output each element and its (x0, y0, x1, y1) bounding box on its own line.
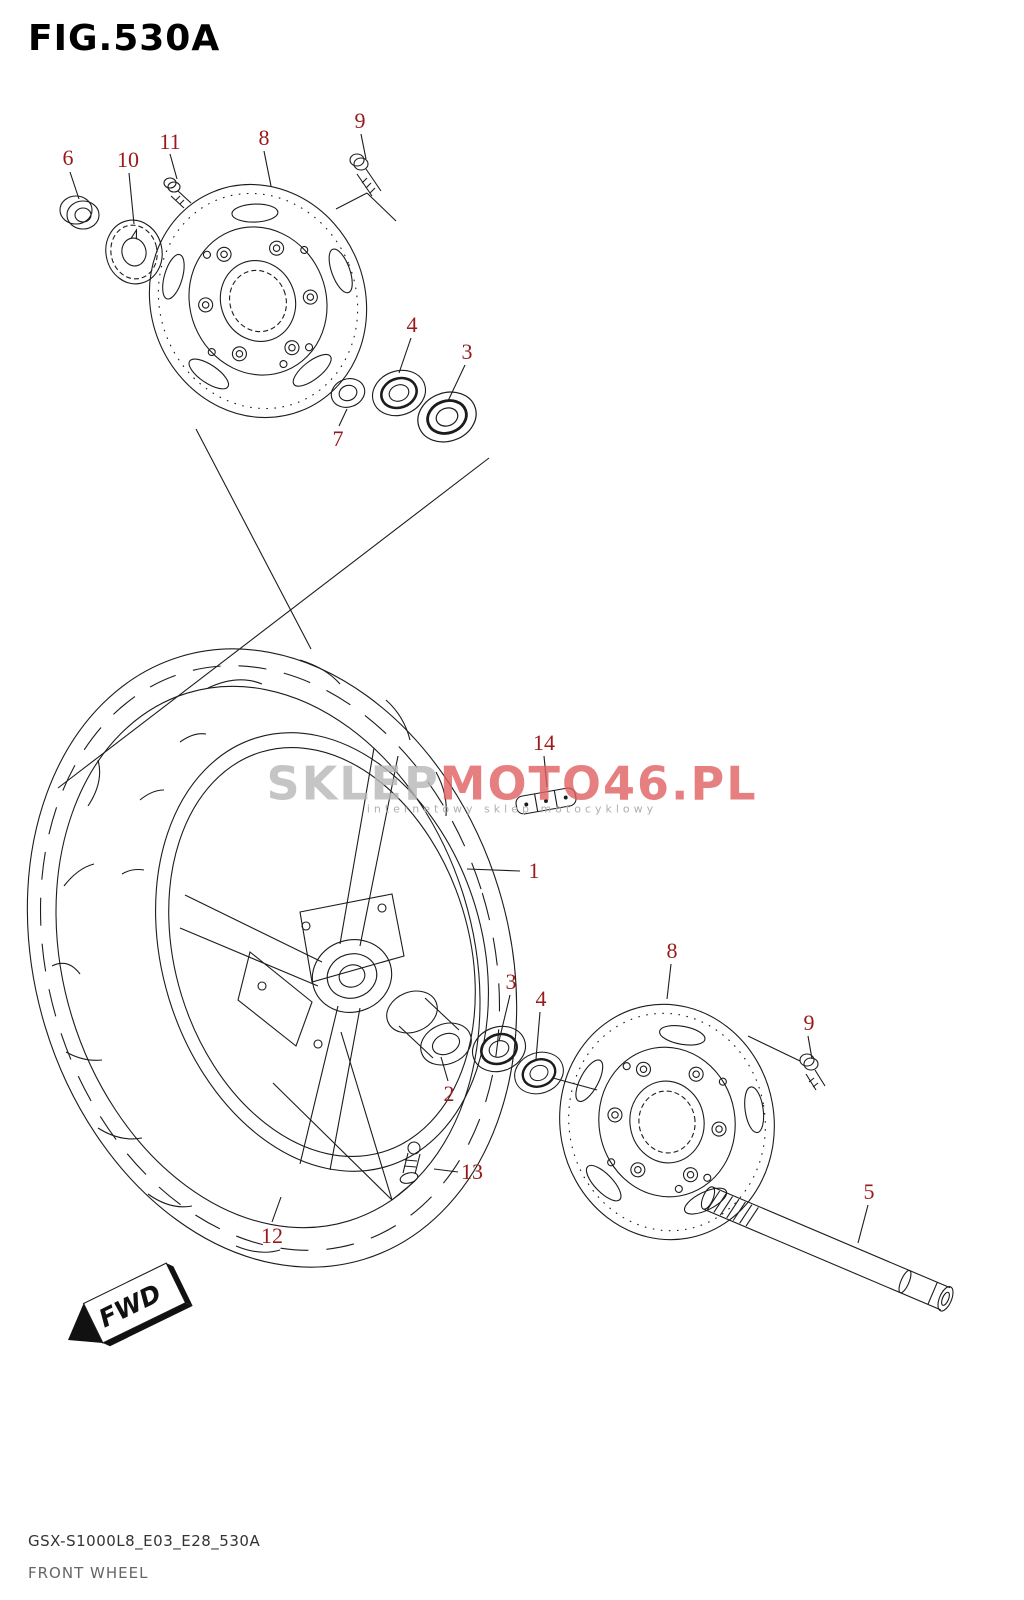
part-callout-12: 12 (261, 1223, 283, 1248)
front-axle-drawing (700, 1186, 954, 1312)
brake-disc-top (114, 150, 402, 452)
part-callout-2: 2 (443, 1081, 455, 1106)
part-callout-10: 10 (117, 147, 139, 172)
part-callout-8-top: 8 (258, 125, 270, 150)
brake-disc-right (540, 986, 794, 1258)
lock-washer-drawing (105, 219, 163, 285)
bearing-right-inner (464, 1017, 534, 1081)
part-callout-7: 7 (332, 426, 344, 451)
figure-code: GSX-S1000L8_E03_E28_530A (28, 1532, 261, 1550)
figure-title: FIG.530A (28, 18, 221, 59)
part-callout-1: 1 (528, 858, 540, 883)
bearing-right-outer (507, 1044, 571, 1102)
part-callout-14: 14 (533, 730, 555, 755)
spacer-top-drawing (330, 378, 366, 408)
part-callout-13: 13 (461, 1159, 483, 1184)
part-callout-4-right: 4 (535, 986, 547, 1011)
part-callout-5: 5 (863, 1179, 875, 1204)
small-bolt-drawing (163, 177, 192, 209)
hub-drawing (179, 747, 405, 1171)
part-callout-11: 11 (159, 129, 181, 154)
axle-nut-drawing (59, 195, 100, 230)
fwd-arrow: FWD (68, 1262, 193, 1347)
part-callout-3-top: 3 (461, 339, 473, 364)
rim-drawing (155, 732, 489, 1172)
part-callout-8-right: 8 (666, 938, 678, 963)
construction-lines (57, 192, 801, 1201)
part-callout-9-right: 9 (803, 1010, 815, 1035)
balance-weight-drawing (515, 787, 577, 815)
part-callout-3-right: 3 (505, 969, 517, 994)
disc-screw-top-drawing (349, 153, 382, 197)
part-callout-9-top: 9 (354, 108, 366, 133)
bearing-top-right (409, 382, 485, 452)
axle-spacer-drawing (386, 990, 472, 1066)
tire-drawing (26, 648, 518, 1268)
leader-lines (69, 133, 869, 1244)
disc-screw-right-drawing (799, 1053, 826, 1091)
part-callout-6: 6 (62, 145, 74, 170)
part-callout-4-top: 4 (406, 312, 418, 337)
valve-stem-drawing (399, 1141, 421, 1184)
figure-name: FRONT WHEEL (28, 1564, 149, 1582)
